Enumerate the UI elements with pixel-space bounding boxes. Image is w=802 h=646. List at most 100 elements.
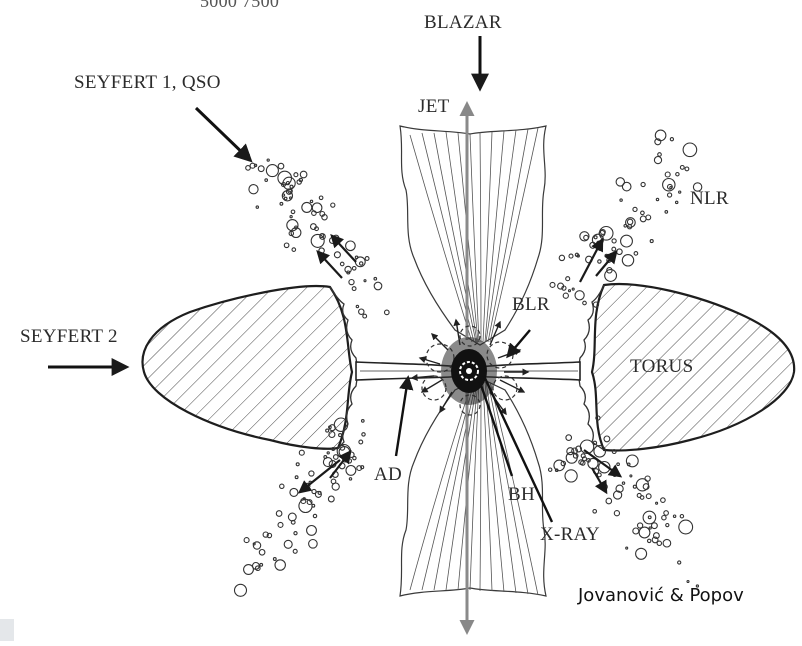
- nlr-cloud: [634, 252, 638, 256]
- nlr-cloud: [606, 498, 612, 504]
- nlr-cloud: [590, 242, 596, 248]
- nlr-cloud: [318, 491, 321, 494]
- seyfert1-qso-label: SEYFERT 1, QSO: [74, 72, 221, 94]
- nlr-cloud: [235, 584, 247, 596]
- torus-left: [143, 286, 358, 449]
- nlr-cloud: [244, 538, 249, 543]
- nlr-cloud: [280, 202, 283, 205]
- top-cut-off-text: 5000 7500: [200, 0, 279, 12]
- nlr-cloud: [592, 234, 603, 245]
- nlr-clouds-upper-right: [550, 130, 702, 307]
- nlr-cloud: [649, 527, 651, 529]
- nlr-cloud: [661, 498, 666, 503]
- nlr-cloud: [650, 240, 653, 243]
- nlr-cloud: [566, 435, 572, 441]
- nlr-cloud: [331, 203, 335, 207]
- nlr-cloud: [266, 165, 278, 177]
- nlr-cloud: [258, 166, 264, 172]
- nlr-cloud: [312, 504, 315, 507]
- nlr-cloud: [349, 478, 351, 480]
- nlr-cloud: [665, 172, 670, 177]
- nlr-cloud: [665, 211, 668, 214]
- nlr-cloud: [291, 210, 295, 214]
- nlr-cloud: [346, 466, 356, 476]
- nlr-cloud: [307, 526, 317, 536]
- nlr-cloud: [673, 515, 675, 517]
- nlr-cloud: [639, 527, 650, 538]
- nlr-cloud: [275, 560, 285, 570]
- nlr-cloud: [638, 523, 643, 528]
- nlr-cloud: [658, 153, 662, 157]
- nlr-cloud: [641, 211, 645, 215]
- credit-text: Jovanović & Popov: [578, 585, 744, 606]
- nlr-cloud: [679, 191, 681, 193]
- nlr-cloud: [622, 482, 624, 484]
- nlr-cloud: [662, 516, 666, 520]
- nlr-cloud: [355, 256, 358, 259]
- nlr-cloud: [617, 249, 623, 255]
- nlr-cloud: [630, 475, 632, 477]
- seyfert1-view-arrow: [196, 108, 250, 160]
- nlr-cloud: [334, 455, 339, 460]
- nlr-cloud: [666, 524, 669, 527]
- nlr-cloud: [310, 200, 312, 202]
- nlr-cloud: [654, 157, 661, 164]
- nlr-cloud: [575, 291, 584, 300]
- nlr-cloud: [288, 513, 296, 521]
- nlr-cloud: [292, 248, 296, 252]
- nlr-cloud: [612, 247, 616, 251]
- nlr-cloud: [645, 476, 650, 481]
- nlr-cloud: [593, 510, 597, 514]
- nlr-cloud: [278, 522, 283, 527]
- nlr-cloud: [648, 516, 651, 519]
- nlr-cloud: [365, 257, 369, 261]
- nlr-cloud: [276, 511, 282, 517]
- nlr-cloud: [267, 159, 269, 161]
- nlr-cloud: [352, 287, 356, 291]
- nlr-cloud: [593, 441, 596, 444]
- nlr-cloud: [362, 433, 365, 436]
- blazar-label: BLAZAR: [424, 12, 502, 34]
- nlr-cloud: [569, 290, 571, 292]
- nlr-cloud: [364, 280, 366, 282]
- nlr-cloud: [256, 206, 258, 208]
- nlr-cloud: [680, 166, 684, 170]
- nlr-cloud: [295, 476, 298, 479]
- nlr-cloud: [359, 309, 364, 314]
- nlr-cloud: [260, 563, 263, 566]
- nlr-cloud: [549, 468, 552, 471]
- nlr-cloud: [334, 252, 340, 258]
- nlr-cloud: [359, 440, 363, 444]
- nlr-cloud: [259, 550, 265, 556]
- nlr-cloud: [565, 470, 577, 482]
- nlr-cloud: [294, 173, 298, 177]
- nlr-cloud: [584, 235, 589, 240]
- nlr-cloud: [656, 198, 658, 200]
- nlr-cloud: [614, 511, 619, 516]
- nlr-cloud: [670, 187, 672, 189]
- ad-label: AD: [374, 464, 402, 486]
- nlr-cloud: [313, 514, 316, 517]
- nlr-cloud: [569, 254, 573, 258]
- nlr-cloud: [648, 539, 651, 542]
- nlr-cloud: [641, 182, 645, 186]
- nlr-cloud: [290, 216, 292, 218]
- nlr-cloud: [563, 293, 568, 298]
- nlr-cloud: [284, 540, 292, 548]
- nlr-cloud: [385, 310, 390, 315]
- nlr-cloud: [278, 163, 284, 169]
- nlr-cloud: [309, 540, 318, 549]
- nlr-cloud: [633, 207, 637, 211]
- nlr-cloud: [646, 494, 651, 499]
- corner-fragment: [0, 619, 14, 641]
- nlr-cloud: [633, 528, 639, 534]
- seyfert2-label: SEYFERT 2: [20, 326, 118, 348]
- nlr-cloud: [621, 235, 633, 247]
- nlr-label: NLR: [690, 188, 729, 210]
- black-hole-core: [441, 337, 497, 405]
- nlr-cloud: [680, 515, 683, 518]
- nlr-cloud: [363, 314, 367, 318]
- nlr-cloud: [583, 301, 587, 305]
